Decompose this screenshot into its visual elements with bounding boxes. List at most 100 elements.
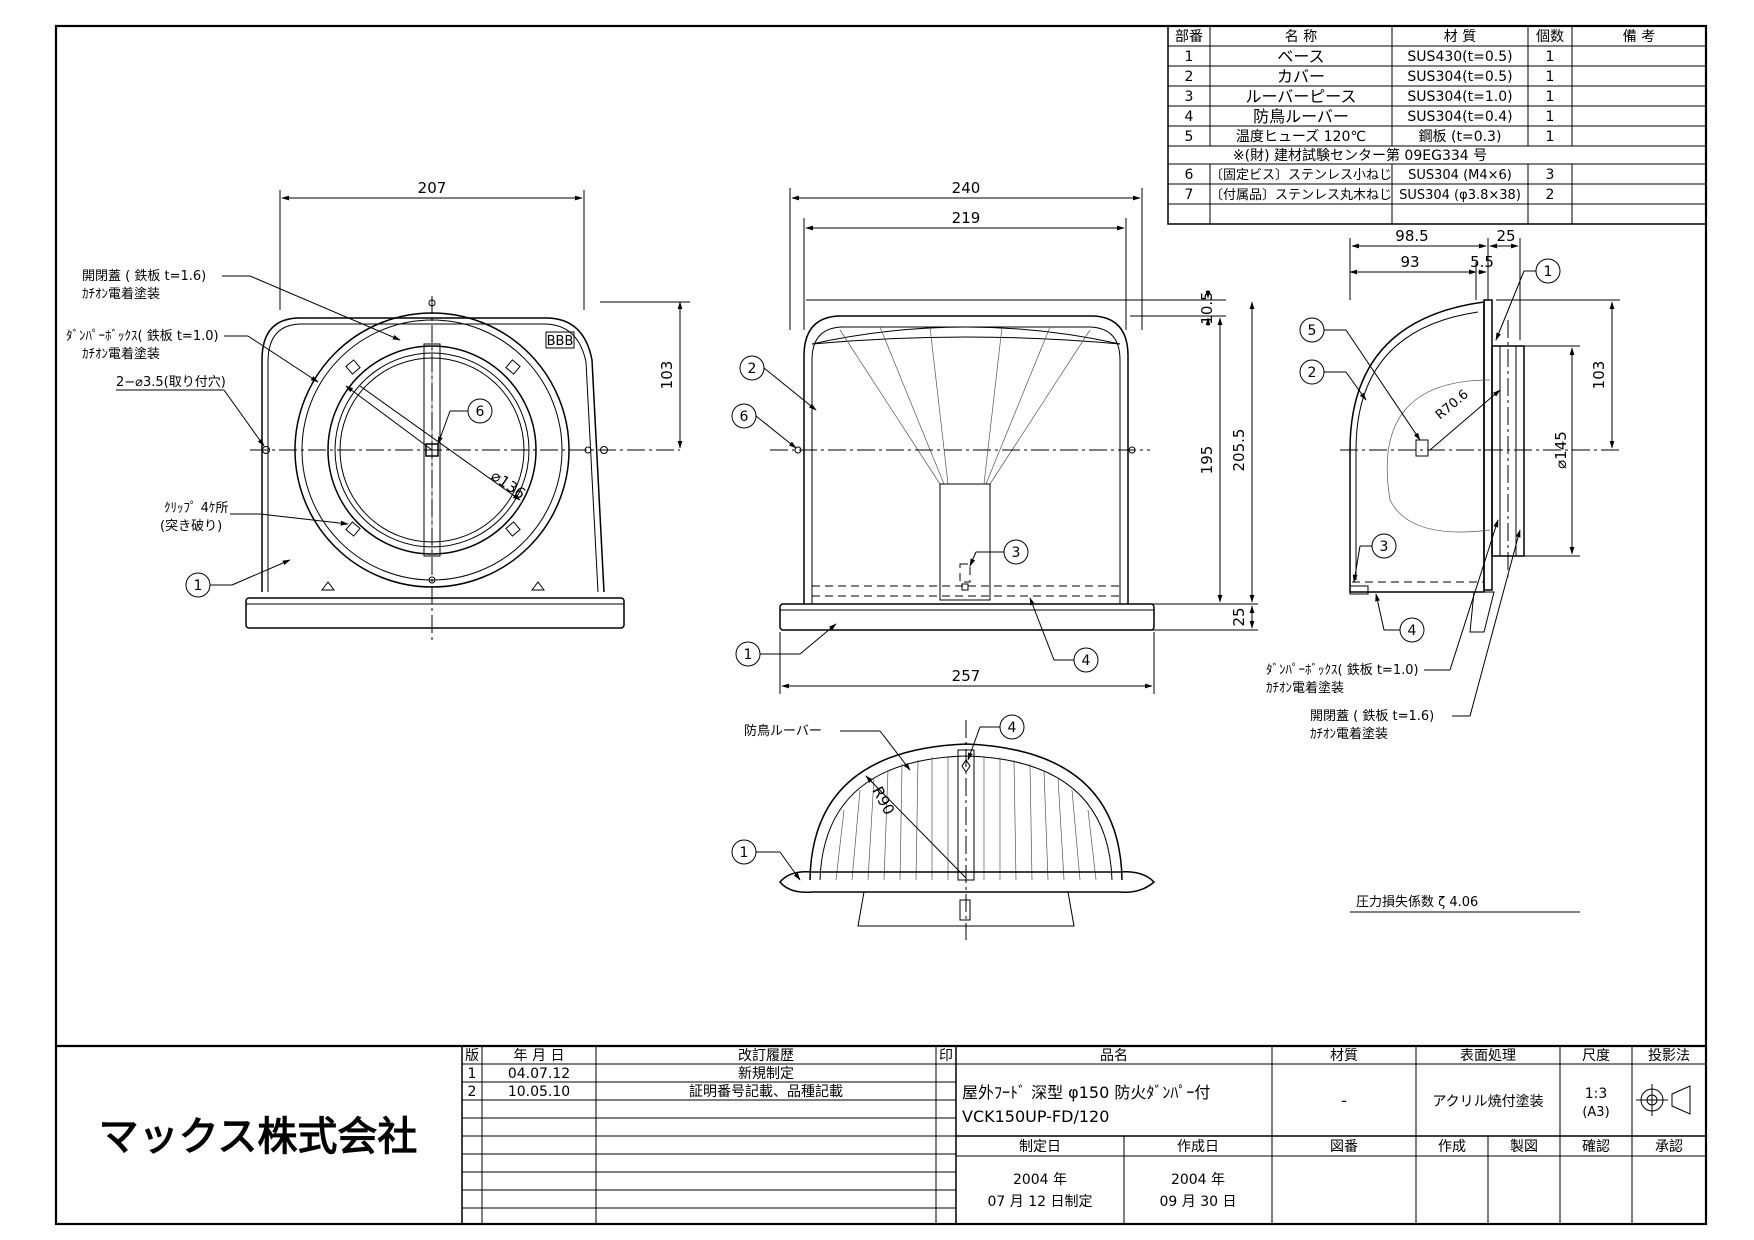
parts-row-material: SUS304 (φ3.8×38) bbox=[1399, 188, 1521, 203]
label-damper-coating: ｶﾁｵﾝ電着塗装 bbox=[82, 346, 160, 362]
drawn-label: 製図 bbox=[1510, 1139, 1538, 1155]
approved-label: 承認 bbox=[1655, 1139, 1683, 1155]
parts-row-qty: 1 bbox=[1546, 129, 1555, 145]
label-clips-note: (突き破り) bbox=[160, 518, 222, 534]
rev-row-date: 10.05.10 bbox=[508, 1084, 570, 1100]
balloon-front-6: 6 bbox=[476, 404, 485, 420]
dim-front-height: 103 bbox=[658, 361, 676, 390]
parts-row-name: 〔固定ビス〕ステンレス小ねじ bbox=[1210, 168, 1392, 183]
parts-header-note: 備 考 bbox=[1623, 29, 1655, 45]
right-view: 98.5 25 93 5.5 R70.6 bbox=[1266, 227, 1620, 742]
projection-label: 投影法 bbox=[1648, 1048, 1690, 1064]
rev-header-desc: 改訂履歴 bbox=[738, 1048, 794, 1064]
parts-row-qty: 1 bbox=[1546, 69, 1555, 85]
parts-header-name: 名 称 bbox=[1285, 29, 1317, 45]
right-label-damper: ﾀﾞﾝﾊﾟｰﾎﾞｯｸｽ( 鉄板 t=1.0) bbox=[1266, 663, 1419, 678]
label-lid: 開閉蓋 ( 鉄板 t=1.6) bbox=[82, 269, 206, 284]
parts-row-no: 2 bbox=[1185, 69, 1194, 85]
bottom-view: R90 防鳥ルーバー 4 1 bbox=[731, 714, 1156, 940]
dim-right-103: 103 bbox=[1590, 361, 1608, 390]
parts-row-no: 5 bbox=[1185, 129, 1194, 145]
balloon-side-2: 2 bbox=[748, 361, 757, 377]
balloon-right-2: 2 bbox=[1308, 365, 1317, 381]
surface-label: 表面処理 bbox=[1460, 1048, 1516, 1064]
parts-row-name: ルーバーピース bbox=[1245, 87, 1356, 106]
scale-paper: (A3) bbox=[1582, 1105, 1609, 1120]
parts-row-no: 4 bbox=[1185, 109, 1194, 125]
material-value: - bbox=[1341, 1091, 1347, 1110]
dim-right-5-5: 5.5 bbox=[1470, 253, 1494, 271]
created-year: 2004 年 bbox=[1171, 1172, 1225, 1188]
dim-side-10-5: 10.5 bbox=[1198, 291, 1216, 324]
established-label: 制定日 bbox=[1019, 1139, 1061, 1155]
parts-row-qty: 2 bbox=[1546, 187, 1555, 203]
parts-row-material: SUS304 (M4×6) bbox=[1408, 168, 1512, 183]
parts-row-material: SUS304(t=1.0) bbox=[1407, 89, 1512, 105]
rev-row-ver: 1 bbox=[468, 1066, 477, 1082]
label-damper-box: ﾀﾞﾝﾊﾟｰﾎﾞｯｸｽ( 鉄板 t=1.0) bbox=[66, 329, 219, 344]
rev-row-ver: 2 bbox=[468, 1084, 477, 1100]
balloon-right-1: 1 bbox=[1544, 264, 1553, 280]
side-view: 240 219 bbox=[731, 179, 1258, 694]
projection-symbol-icon bbox=[1636, 1084, 1691, 1116]
front-view: 207 bbox=[66, 179, 690, 642]
scale-value: 1:3 bbox=[1585, 1086, 1608, 1102]
material-label: 材質 bbox=[1330, 1048, 1358, 1064]
dim-front-diameter: ⌀136 bbox=[488, 467, 529, 503]
surface-value: アクリル焼付塗装 bbox=[1432, 1093, 1543, 1110]
balloon-right-5: 5 bbox=[1308, 323, 1317, 339]
title-block: マックス株式会社 版 年 月 日 改訂履歴 印 1 04.07.12 新規制定 … bbox=[56, 1044, 1706, 1224]
rev-header-stamp: 印 bbox=[939, 1048, 953, 1064]
parts-row-qty: 1 bbox=[1546, 89, 1555, 105]
dim-side-257: 257 bbox=[952, 667, 981, 685]
dim-side-219: 219 bbox=[952, 209, 981, 227]
parts-row-qty: 1 bbox=[1546, 49, 1555, 65]
balloon-side-6: 6 bbox=[740, 409, 749, 425]
parts-header-qty: 個数 bbox=[1536, 29, 1564, 45]
parts-header-no: 部番 bbox=[1175, 29, 1203, 45]
parts-row-name: ベース bbox=[1277, 47, 1324, 66]
checked-label: 確認 bbox=[1582, 1139, 1610, 1155]
pressure-coefficient: 圧力損失係数 ζ 4.06 bbox=[1356, 895, 1478, 910]
label-clips: ｸﾘｯﾌﾟ 4ｹ所 bbox=[164, 501, 228, 516]
created-date: 09 月 30 日 bbox=[1160, 1194, 1237, 1210]
label-bird-louver: 防鳥ルーバー bbox=[744, 723, 822, 739]
parts-header-material: 材 質 bbox=[1444, 29, 1476, 45]
balloon-right-4: 4 bbox=[1408, 623, 1417, 639]
created-label: 作成日 bbox=[1177, 1139, 1219, 1155]
parts-row-no: 1 bbox=[1185, 49, 1194, 65]
scale-label: 尺度 bbox=[1582, 1048, 1610, 1064]
dim-front-width: 207 bbox=[418, 179, 447, 197]
parts-row-name: 〔付属品〕ステンレス丸木ねじ bbox=[1210, 188, 1392, 203]
parts-row-name: 温度ヒューズ 120℃ bbox=[1236, 129, 1366, 145]
dim-side-205-5: 205.5 bbox=[1230, 429, 1248, 472]
balloon-front-1: 1 bbox=[194, 578, 203, 594]
right-label-lid: 開閉蓋 ( 鉄板 t=1.6) bbox=[1310, 709, 1434, 724]
made-label: 作成 bbox=[1438, 1139, 1466, 1155]
dim-right-98-5: 98.5 bbox=[1395, 227, 1428, 245]
dim-side-240: 240 bbox=[952, 179, 981, 197]
dim-side-195: 195 bbox=[1198, 446, 1216, 475]
rev-row-desc: 新規制定 bbox=[738, 1066, 794, 1082]
parts-row-name: 防鳥ルーバー bbox=[1253, 107, 1349, 126]
parts-row-name: カバー bbox=[1277, 67, 1325, 86]
parts-row-no: 7 bbox=[1185, 187, 1194, 203]
drawing-no-label: 図番 bbox=[1330, 1139, 1358, 1155]
rev-row-desc: 証明番号記載、品種記載 bbox=[689, 1083, 843, 1100]
label-mount-holes: 2−⌀3.5(取り付穴) bbox=[116, 375, 226, 390]
established-year: 2004 年 bbox=[1013, 1172, 1067, 1188]
established-date: 07 月 12 日制定 bbox=[988, 1194, 1093, 1210]
parts-row-material: SUS430(t=0.5) bbox=[1407, 49, 1512, 65]
rev-header-ver: 版 bbox=[465, 1048, 479, 1064]
balloon-side-3: 3 bbox=[1012, 545, 1021, 561]
rev-header-date: 年 月 日 bbox=[514, 1048, 565, 1064]
dim-right-r70: R70.6 bbox=[1433, 387, 1472, 423]
parts-table: 部番 名 称 材 質 個数 備 考 1 ベース SUS430(t=0.5) 1 … bbox=[1167, 25, 1707, 225]
balloon-bottom-1: 1 bbox=[740, 845, 749, 861]
label-lid-coating: ｶﾁｵﾝ電着塗装 bbox=[82, 286, 160, 302]
parts-row-material: SUS304(t=0.5) bbox=[1407, 69, 1512, 85]
rev-row-date: 04.07.12 bbox=[508, 1066, 570, 1082]
dim-right-25: 25 bbox=[1496, 227, 1515, 245]
product-name: 屋外ﾌｰﾄﾞ 深型 φ150 防火ﾀﾞﾝﾊﾟｰ付 bbox=[962, 1083, 1210, 1102]
